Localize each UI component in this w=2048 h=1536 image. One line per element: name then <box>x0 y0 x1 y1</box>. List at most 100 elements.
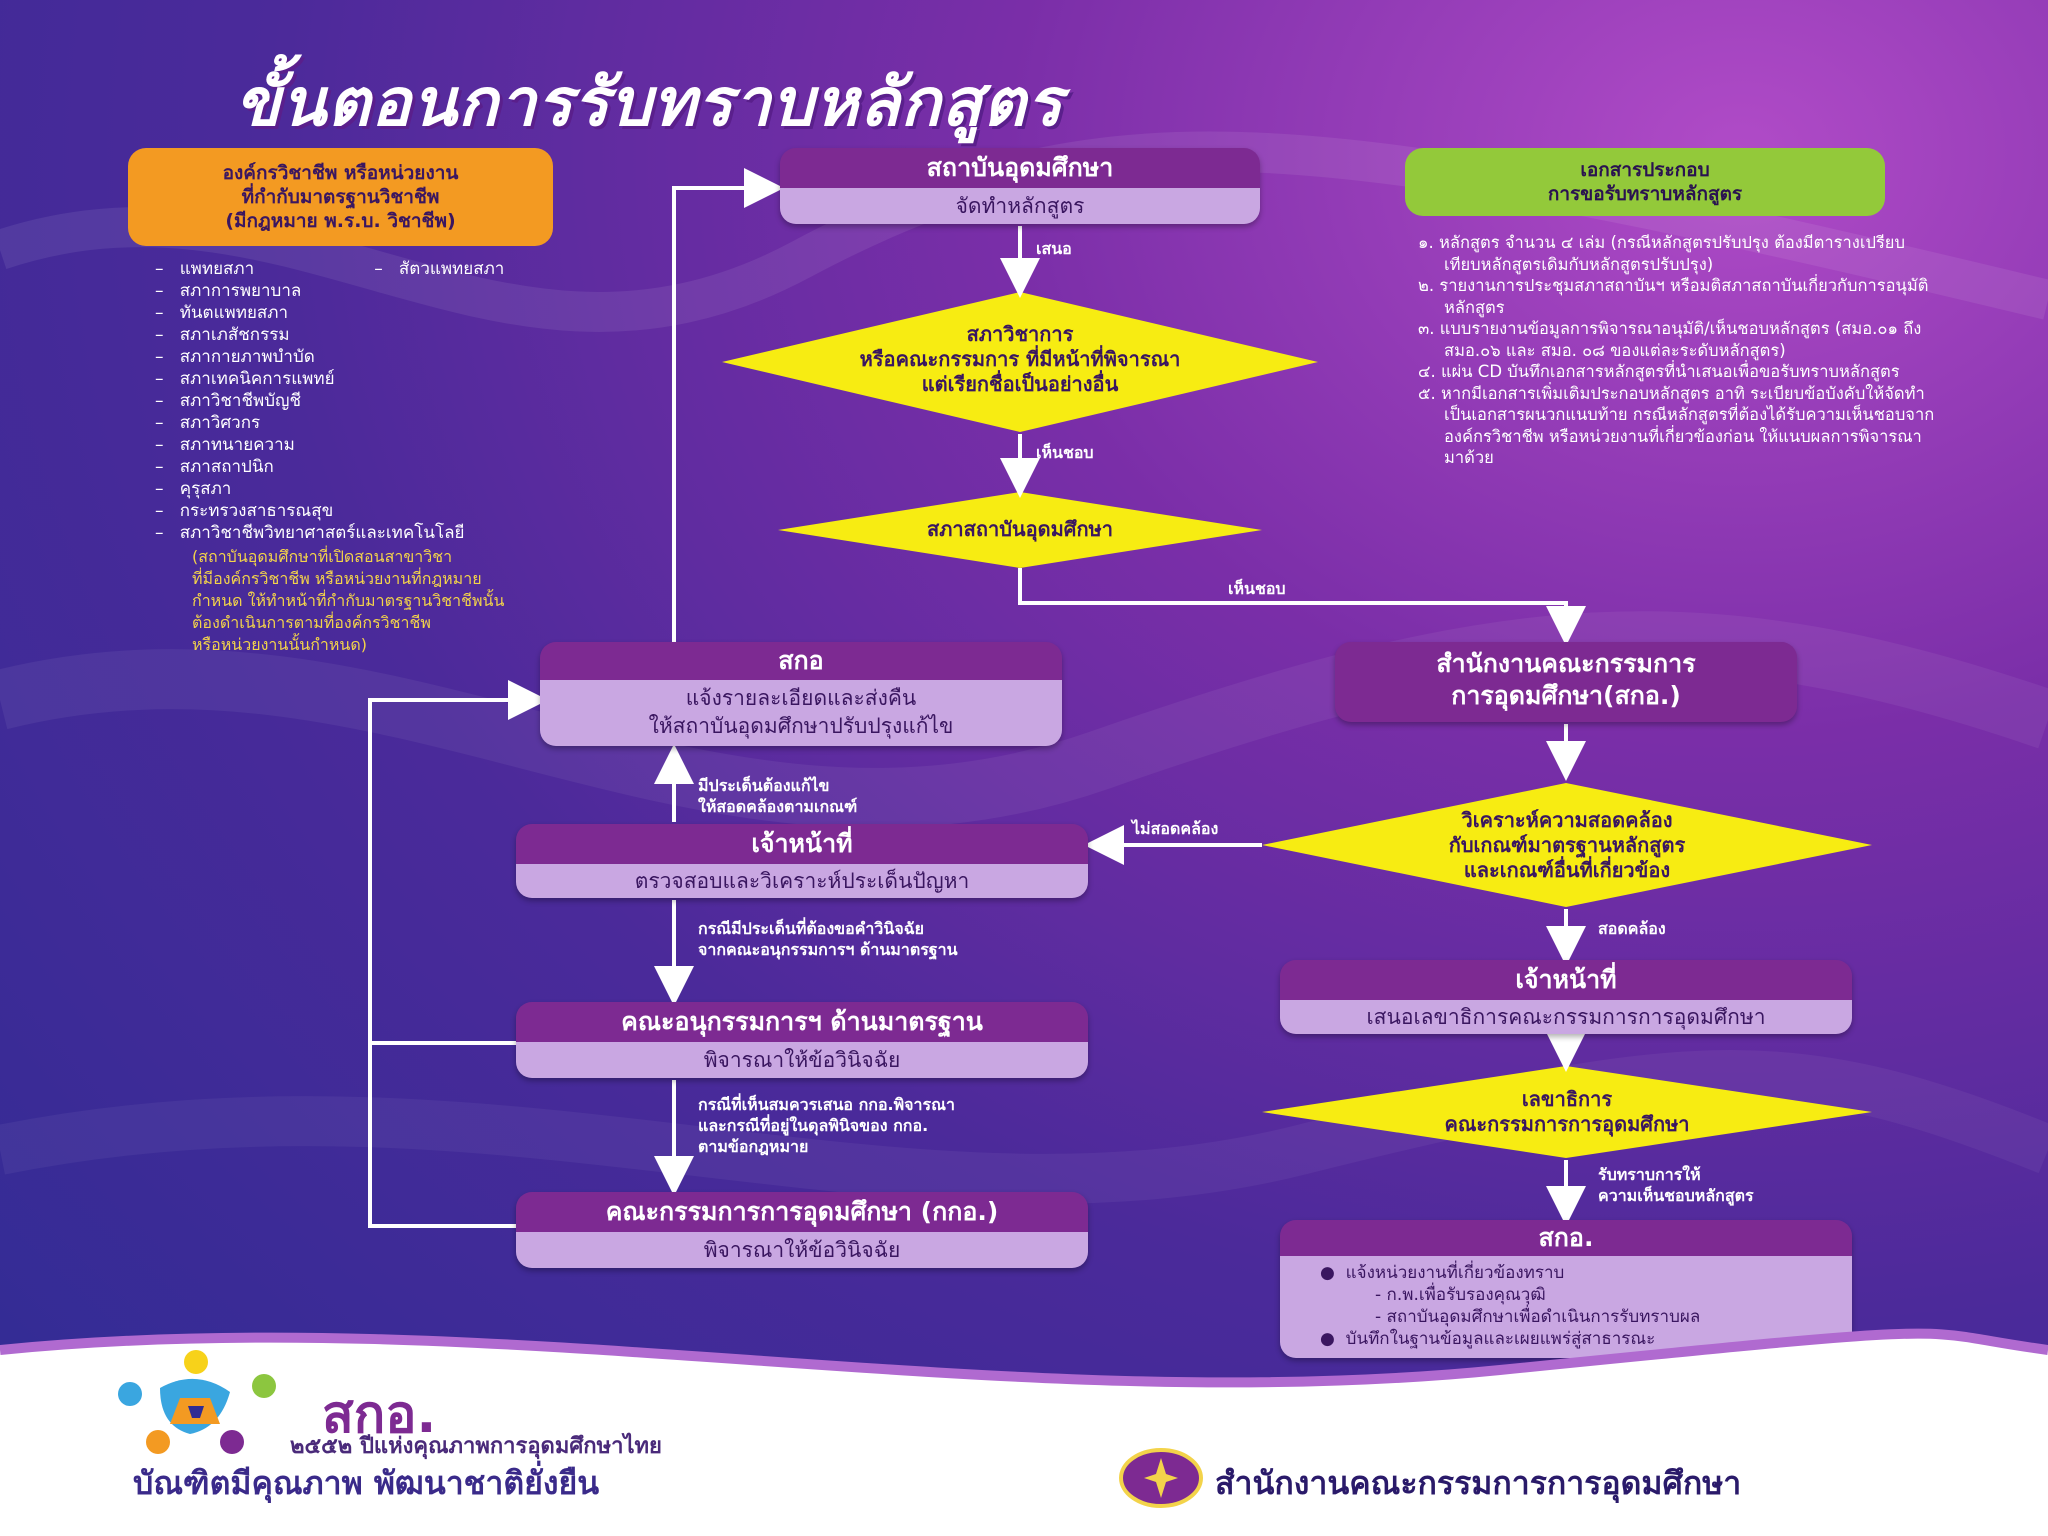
list-item: – สภาการพยาบาล <box>155 281 302 301</box>
diamond-line: วิเคราะห์ความสอดคล้อง <box>1461 808 1673 832</box>
note-line: ต้องดำเนินการตามที่องค์กรวิชาชีพ <box>192 613 431 632</box>
note-line: (สถาบันอุดมศึกษาที่เปิดสอนสาขาวิชา <box>192 547 453 566</box>
list-item: – กระทรวงสาธารณสุข <box>155 501 334 521</box>
edge-label-line: และกรณีที่อยู่ในดุลพินิจของ กกอ. <box>698 1116 929 1135</box>
edge-label-to-commission: กรณีที่เห็นสมควรเสนอ กกอ.พิจารณา และกรณี… <box>698 1094 955 1157</box>
node-title: สถาบันอุดมศึกษา <box>780 148 1260 188</box>
node-body: พิจารณาให้ข้อวินิจฉัย <box>516 1042 1088 1078</box>
note-line: กำหนด ให้ทำหน้าที่กำกับมาตรฐานวิชาชีพนั้… <box>192 591 505 610</box>
diamond-academic-council <box>722 292 1318 432</box>
document-item: ๑. หลักสูตร จำนวน ๔ เล่ม (กรณีหลักสูตรปร… <box>1418 233 1905 274</box>
node-title: การอุดมศึกษา(สกอ.) <box>1451 681 1681 710</box>
document-item: ๕. หากมีเอกสารเพิ่มเติมประกอบหลักสูตร อา… <box>1418 383 1935 468</box>
node-subcommittee: คณะอนุกรรมการฯ ด้านมาตรฐาน พิจารณาให้ข้อ… <box>516 1002 1088 1078</box>
node-title: เจ้าหน้าที่ <box>516 824 1088 864</box>
professional-org-header: องค์กรวิชาชีพ หรือหน่วยงาน ที่กำกับมาตรฐ… <box>128 148 553 246</box>
node-body: ตรวจสอบและวิเคราะห์ประเด็นปัญหา <box>516 864 1088 898</box>
note-line: หรือหน่วยงานนั้นกำหนด) <box>192 635 367 654</box>
diamond-line: คณะกรรมการการอุดมศึกษา <box>1444 1112 1690 1136</box>
list-item: – สภาสถาปนิก <box>155 457 274 477</box>
node-commission: คณะกรรมการการอุดมศึกษา (กกอ.) พิจารณาให้… <box>516 1192 1088 1268</box>
edge-label-propose: เสนอ <box>1036 239 1072 258</box>
bullet-sub-item: - ก.พ.เพื่อรับรองคุณวุฒิ <box>1375 1285 1546 1305</box>
footer-year-line: ๒๕๕๒ ปีแห่งคุณภาพการอุดมศึกษาไทย <box>290 1434 662 1459</box>
node-sko-return: สกอ แจ้งรายละเอียดและส่งคืน ให้สถาบันอุด… <box>540 642 1062 746</box>
secretary-text: เลขาธิการ คณะกรรมการการอุดมศึกษา <box>1312 1087 1822 1137</box>
diamond-line: เลขาธิการ <box>1521 1087 1613 1111</box>
node-body: แจ้งรายละเอียดและส่งคืน <box>685 686 917 710</box>
footer-org-short: สกอ. <box>322 1385 437 1445</box>
document-item: ๓. แบบรายงานข้อมูลการพิจารณาอนุมัติ/เห็น… <box>1418 319 1922 360</box>
professional-org-list: – แพทยสภา– สัตวแพทยสภา – สภาการพยาบาล – … <box>155 258 504 544</box>
diamond-line: กับเกณฑ์มาตรฐานหลักสูตร <box>1448 833 1686 857</box>
academic-council-text: สภาวิชาการ หรือคณะกรรมการ ที่มีหน้าที่พิ… <box>760 322 1280 397</box>
ohec-seal-icon <box>1119 1448 1203 1508</box>
edge-label-line: ให้สอดคล้องตามเกณฑ์ <box>698 797 858 816</box>
bullet-sub-item: - สถาบันอุดมศึกษาเพื่อดำเนินการรับทราบผล <box>1375 1307 1701 1327</box>
node-institution: สถาบันอุดมศึกษา จัดทำหลักสูตร <box>780 148 1260 224</box>
edge-label-line: กรณีมีประเด็นที่ต้องขอคำวินิจฉัย <box>698 919 924 938</box>
documents-list: ๑. หลักสูตร จำนวน ๔ เล่ม (กรณีหลักสูตรปร… <box>1418 232 1938 469</box>
node-title: เจ้าหน้าที่ <box>1280 960 1852 1000</box>
edge-label-approve: เห็นชอบ <box>1036 443 1094 462</box>
bullet-item: ● บันทึกในฐานข้อมูลและเผยแพร่สู่สาธารณะ <box>1320 1329 1656 1349</box>
list-item: – สภาเทคนิคการแพทย์ <box>155 369 335 389</box>
edge-label-line: รับทราบการให้ <box>1598 1165 1701 1184</box>
diamond-line: หรือคณะกรรมการ ที่มีหน้าที่พิจารณา <box>859 347 1181 371</box>
docs-header-line: การขอรับทราบหลักสูตร <box>1547 183 1743 205</box>
bullet-item: ● แจ้งหน่วยงานที่เกี่ยวข้องทราบ <box>1320 1263 1565 1283</box>
node-body: จัดทำหลักสูตร <box>780 188 1260 224</box>
node-title: คณะอนุกรรมการฯ ด้านมาตรฐาน <box>516 1002 1088 1042</box>
list-item: – สภาวิชาชีพวิทยาศาสตร์และเทคโนโลยี <box>155 523 465 543</box>
document-item: ๒. รายงานการประชุมสภาสถาบันฯ หรือมติสภาส… <box>1418 276 1929 317</box>
node-title: สำนักงานคณะกรรมการ <box>1436 649 1696 678</box>
list-item: – คุรุสภา <box>155 479 232 499</box>
edge-label-acknowledge: รับทราบการให้ ความเห็นชอบหลักสูตร <box>1598 1164 1754 1206</box>
list-item: – สภาทนายความ <box>155 435 295 455</box>
list-item: – สภากายภาพบำบัด <box>155 347 315 367</box>
edge-label-line: จากคณะอนุกรรมการฯ ด้านมาตรฐาน <box>698 940 958 959</box>
footer-office-name: สำนักงานคณะกรรมการการอุดมศึกษา <box>1215 1464 1742 1502</box>
list-item: – ทันตแพทยสภา <box>155 303 289 323</box>
note-line: ที่มีองค์กรวิชาชีพ หรือหน่วยงานที่กฎหมาย <box>192 569 482 588</box>
org-header-line: ที่กำกับมาตรฐานวิชาชีพ <box>241 186 440 208</box>
diamond-analyze <box>1262 783 1872 907</box>
documents-header: เอกสารประกอบ การขอรับทราบหลักสูตร <box>1405 148 1885 216</box>
edge-label-approve: เห็นชอบ <box>1228 579 1286 598</box>
analyze-text: วิเคราะห์ความสอดคล้อง กับเกณฑ์มาตรฐานหลั… <box>1312 808 1822 883</box>
edge-label-line: ความเห็นชอบหลักสูตร <box>1598 1186 1754 1205</box>
node-body: เสนอเลขาธิการคณะกรรมการการอุดมศึกษา <box>1280 1000 1852 1034</box>
edge-label-line: ตามข้อกฎหมาย <box>698 1137 809 1156</box>
list-item: – สภาเภสัชกรรม <box>155 325 290 345</box>
document-item: ๔. แผ่น CD บันทึกเอกสารหลักสูตรที่นำเสนอ… <box>1418 362 1900 381</box>
diamond-university-council <box>778 492 1262 568</box>
docs-header-line: เอกสารประกอบ <box>1580 159 1710 181</box>
node-officer-right: เจ้าหน้าที่ เสนอเลขาธิการคณะกรรมการการอุ… <box>1280 960 1852 1034</box>
list-item: – สภาวิศวกร <box>155 413 261 433</box>
edge-label-has-issues: มีประเด็นต้องแก้ไข ให้สอดคล้องตามเกณฑ์ <box>698 775 857 817</box>
professional-org-note: (สถาบันอุดมศึกษาที่เปิดสอนสาขาวิชา ที่มี… <box>192 546 642 656</box>
edge-label-need-ruling: กรณีมีประเด็นที่ต้องขอคำวินิจฉัย จากคณะอ… <box>698 918 958 960</box>
org-header-line: (มีกฎหมาย พ.ร.บ. วิชาชีพ) <box>225 210 456 232</box>
edge-label-consistent: สอดคล้อง <box>1598 919 1666 938</box>
node-officer-left: เจ้าหน้าที่ ตรวจสอบและวิเคราะห์ประเด็นปั… <box>516 824 1088 898</box>
org-header-line: องค์กรวิชาชีพ หรือหน่วยงาน <box>222 162 459 184</box>
list-item: – สภาวิชาชีพบัญชี <box>155 391 302 411</box>
node-title: สกอ. <box>1280 1220 1852 1256</box>
footer-slogan: บัณฑิตมีคุณภาพ พัฒนาชาติยั่งยืน <box>133 1464 600 1502</box>
edge-label-line: มีประเด็นต้องแก้ไข <box>698 776 830 795</box>
node-title: สกอ <box>540 642 1062 680</box>
edge-label-line: กรณีที่เห็นสมควรเสนอ กกอ.พิจารณา <box>698 1095 955 1114</box>
sko-logo-icon <box>118 1350 276 1454</box>
list-item: – แพทยสภา– สัตวแพทยสภา <box>155 259 505 279</box>
node-ohec-office: สำนักงานคณะกรรมการ การอุดมศึกษา(สกอ.) <box>1335 642 1797 722</box>
diamond-line: และเกณฑ์อื่นที่เกี่ยวข้อง <box>1463 858 1671 882</box>
footer-background <box>0 1328 2048 1536</box>
node-title: คณะกรรมการการอุดมศึกษา (กกอ.) <box>516 1192 1088 1232</box>
edge-label-inconsistent: ไม่สอดคล้อง <box>1132 819 1219 838</box>
page-title: ขั้นตอนการรับทราบหลักสูตร <box>235 64 1064 141</box>
diamond-line: แต่เรียกชื่อเป็นอย่างอื่น <box>921 372 1119 396</box>
diamond-secretary <box>1262 1066 1872 1158</box>
university-council-text: สภาสถาบันอุดมศึกษา <box>927 517 1113 541</box>
